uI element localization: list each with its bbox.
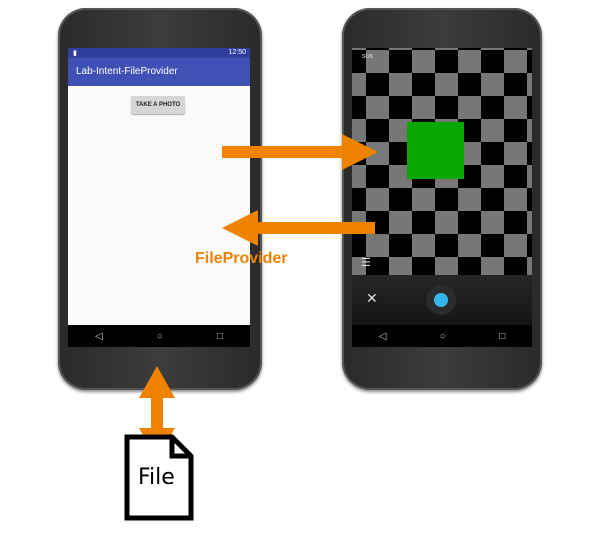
scene-label: SCN: [362, 54, 373, 60]
green-square: [407, 122, 464, 179]
right-phone: SCN ☰ ✕ ◁ ○ □: [342, 8, 542, 390]
nav-bar: ◁ ○ □: [68, 325, 250, 347]
file-document-icon: [124, 434, 194, 521]
home-icon[interactable]: ○: [156, 330, 163, 342]
camera-controls: ✕: [352, 275, 532, 325]
checkerboard-preview: [352, 48, 532, 275]
shutter-icon: [434, 293, 448, 307]
recents-icon[interactable]: □: [499, 330, 506, 342]
result-arrow: [222, 210, 375, 246]
recents-icon[interactable]: □: [216, 330, 223, 342]
left-phone: ▮ 12:50 Lab-Intent-FileProvider TAKE A P…: [58, 8, 262, 390]
sd-card-icon: ▮: [73, 50, 77, 57]
take-photo-button[interactable]: TAKE A PHOTO: [131, 96, 185, 114]
file-label: File: [138, 465, 175, 490]
home-icon[interactable]: ○: [439, 330, 446, 342]
close-icon[interactable]: ✕: [366, 290, 378, 306]
back-icon[interactable]: ◁: [378, 330, 387, 342]
fileprovider-label: FileProvider: [195, 250, 288, 267]
settings-sliders-icon[interactable]: ☰: [361, 257, 371, 269]
camera-screen: SCN ☰ ✕ ◁ ○ □: [352, 48, 532, 347]
left-phone-screen: ▮ 12:50 Lab-Intent-FileProvider TAKE A P…: [68, 48, 250, 347]
status-time: 12:50: [228, 49, 246, 56]
status-bar: ▮ 12:50: [68, 48, 250, 58]
app-content: TAKE A PHOTO: [68, 86, 250, 325]
shutter-button[interactable]: [426, 285, 456, 315]
intent-arrow: [222, 134, 378, 170]
back-icon[interactable]: ◁: [95, 330, 103, 342]
nav-bar: ◁ ○ □: [352, 325, 532, 347]
app-title: Lab-Intent-FileProvider: [68, 58, 250, 86]
